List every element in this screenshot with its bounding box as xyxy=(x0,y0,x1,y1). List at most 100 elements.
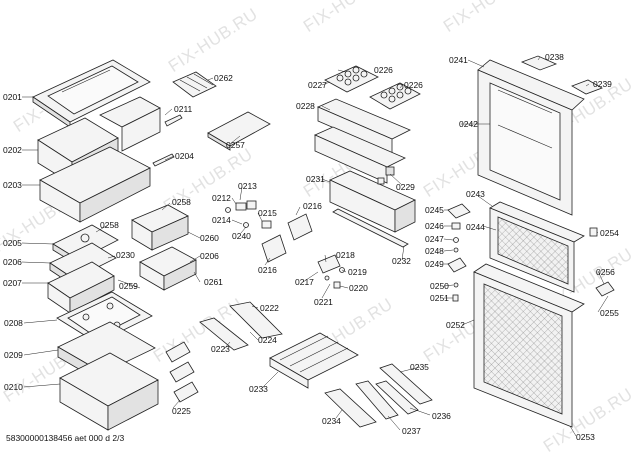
shelf-0233 xyxy=(269,332,359,389)
label-0262: 0262 xyxy=(214,73,233,83)
label-0238: 0238 xyxy=(545,52,564,62)
label-0228: 0228 xyxy=(296,101,315,111)
door-shelf-0231 xyxy=(329,170,416,233)
label-0251: 0251 xyxy=(430,293,449,303)
egg-tray-0226 xyxy=(369,82,421,110)
rail-0236 xyxy=(375,380,419,415)
label-0224: 0224 xyxy=(258,335,277,345)
hinge-parts-0212 xyxy=(225,200,272,229)
label-0244: 0244 xyxy=(466,222,485,232)
label-0255: 0255 xyxy=(600,308,619,318)
label-0209: 0209 xyxy=(4,350,23,360)
rail-0204 xyxy=(152,153,175,167)
label-0239: 0239 xyxy=(593,79,612,89)
label-0232: 0232 xyxy=(392,256,411,266)
label-0240: 0240 xyxy=(232,231,251,241)
label-0217: 0217 xyxy=(295,277,314,287)
label-0243: 0243 xyxy=(466,189,485,199)
label-0206b: 0206 xyxy=(200,251,219,261)
label-0225: 0225 xyxy=(172,406,191,416)
label-0210: 0210 xyxy=(4,382,23,392)
label-0246: 0246 xyxy=(425,221,444,231)
rail-0223 xyxy=(199,317,249,351)
door-shelf-middle xyxy=(314,126,406,184)
label-0219: 0219 xyxy=(348,267,367,277)
label-0222: 0222 xyxy=(260,303,279,313)
label-0221: 0221 xyxy=(314,297,333,307)
lower-drawer-0203 xyxy=(39,146,151,223)
rail-0234 xyxy=(324,388,377,428)
label-0258b: 0258 xyxy=(172,197,191,207)
cover-0239 xyxy=(571,79,603,95)
box-0258 xyxy=(131,204,189,251)
label-0215: 0215 xyxy=(258,208,277,218)
label-0226b: 0226 xyxy=(404,80,423,90)
label-0256: 0256 xyxy=(596,267,615,277)
label-0218: 0218 xyxy=(336,250,355,260)
leader-lines xyxy=(21,56,609,437)
label-0258a: 0258 xyxy=(100,220,119,230)
label-0245: 0245 xyxy=(425,205,444,215)
cover-0225 xyxy=(165,341,199,403)
part-0256 xyxy=(595,281,615,297)
label-0236: 0236 xyxy=(432,411,451,421)
label-0252: 0252 xyxy=(446,320,465,330)
egg-tray-0227 xyxy=(324,65,379,93)
label-0220: 0220 xyxy=(349,283,368,293)
label-0208: 0208 xyxy=(4,318,23,328)
label-0213: 0213 xyxy=(238,181,257,191)
door-0241 xyxy=(477,59,585,216)
label-0223: 0223 xyxy=(211,344,230,354)
glass-shelf-0201 xyxy=(32,59,151,128)
label-0216b: 0216 xyxy=(258,265,277,275)
rail-0211 xyxy=(164,114,183,127)
label-0201: 0201 xyxy=(3,92,22,102)
label-0261: 0261 xyxy=(204,277,223,287)
strip-0232 xyxy=(332,208,409,248)
label-0234: 0234 xyxy=(322,416,341,426)
label-0235: 0235 xyxy=(410,362,429,372)
door-0243 xyxy=(489,201,585,293)
part-0254 xyxy=(589,227,598,237)
rail-0235 xyxy=(379,363,433,405)
label-0248: 0248 xyxy=(425,246,444,256)
label-0241: 0241 xyxy=(449,55,468,65)
label-0230: 0230 xyxy=(116,250,135,260)
label-0227: 0227 xyxy=(308,80,327,90)
label-0229: 0229 xyxy=(396,182,415,192)
label-0202: 0202 xyxy=(3,145,22,155)
drawer-bin-0210 xyxy=(59,352,159,431)
label-0204: 0204 xyxy=(175,151,194,161)
label-0249: 0249 xyxy=(425,259,444,269)
clip-0229 xyxy=(377,166,395,185)
ice-tray-0262 xyxy=(172,71,217,98)
compartment-0207 xyxy=(47,261,115,314)
door-0252 xyxy=(473,263,585,428)
label-0253: 0253 xyxy=(576,432,595,442)
footer-code: 58300000138456 aet 000 d 2/3 xyxy=(6,433,125,443)
label-0260: 0260 xyxy=(200,233,219,243)
label-0233: 0233 xyxy=(249,384,268,394)
box-0261 xyxy=(139,246,197,291)
label-0212: 0212 xyxy=(212,193,231,203)
bracket-0216 xyxy=(261,213,313,263)
label-0203: 0203 xyxy=(3,180,22,190)
label-0206: 0206 xyxy=(3,257,22,267)
part-labels: 0201 0202 0203 0204 0205 0206 0207 0208 … xyxy=(3,52,619,442)
label-0231: 0231 xyxy=(306,174,325,184)
door-shelf-0228 xyxy=(317,98,411,154)
label-0242: 0242 xyxy=(459,119,478,129)
label-0216a: 0216 xyxy=(303,201,322,211)
label-0205: 0205 xyxy=(3,238,22,248)
label-0211: 0211 xyxy=(174,104,193,114)
label-0257: 0257 xyxy=(226,140,245,150)
hinge-0245 xyxy=(447,203,471,302)
rail-0237 xyxy=(355,380,399,420)
label-0250: 0250 xyxy=(430,281,449,291)
label-0207: 0207 xyxy=(3,278,22,288)
label-0247: 0247 xyxy=(425,234,444,244)
seal-0238 xyxy=(520,55,558,71)
tray-0257 xyxy=(207,111,271,151)
label-0226a: 0226 xyxy=(374,65,393,75)
